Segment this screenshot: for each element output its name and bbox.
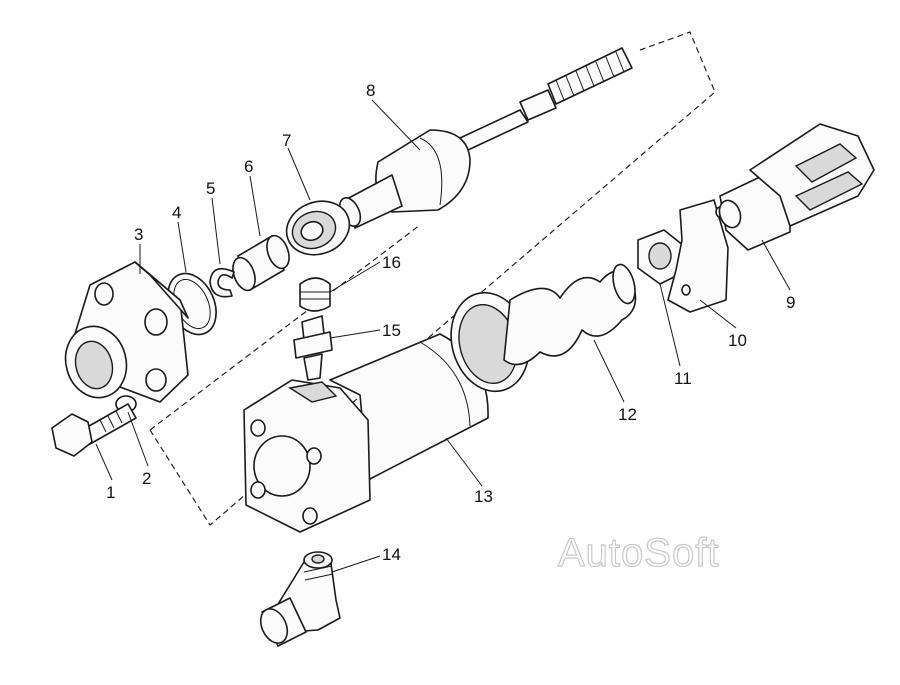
callout-1: 1 [106, 483, 115, 502]
bleed-valve [293, 315, 333, 381]
callout-10: 10 [728, 331, 747, 350]
callout-8: 8 [366, 81, 375, 100]
callout-labels: 1 2 3 4 5 6 7 8 9 10 11 12 13 14 15 16 [106, 81, 795, 564]
callout-3: 3 [134, 225, 143, 244]
push-rod [338, 47, 633, 229]
callout-7: 7 [282, 131, 291, 150]
callout-4: 4 [172, 203, 181, 222]
bracket-plate [667, 199, 729, 313]
seal-ring [285, 200, 351, 256]
valve-cap [299, 277, 331, 312]
leader-lines [95, 99, 791, 573]
watermark-logo: AutoSoft [558, 531, 719, 575]
clevis-fork [718, 123, 875, 251]
elbow-fitting [259, 551, 341, 647]
dust-boot [450, 263, 637, 393]
callout-5: 5 [206, 179, 215, 198]
flange-housing [64, 261, 189, 403]
callout-13: 13 [474, 487, 493, 506]
callout-15: 15 [382, 321, 401, 340]
callout-12: 12 [618, 405, 637, 424]
assembly-axis-lower [149, 224, 421, 431]
snap-ring [209, 267, 235, 298]
callout-9: 9 [786, 293, 795, 312]
callout-16: 16 [382, 253, 401, 272]
callout-2: 2 [142, 469, 151, 488]
callout-14: 14 [382, 545, 401, 564]
assembly-axis-upper [149, 31, 716, 526]
bolt [51, 403, 137, 457]
callout-6: 6 [244, 157, 253, 176]
lock-nut [637, 229, 685, 285]
cylinder-body [243, 333, 489, 533]
bushing [232, 234, 290, 292]
callout-11: 11 [674, 369, 692, 388]
